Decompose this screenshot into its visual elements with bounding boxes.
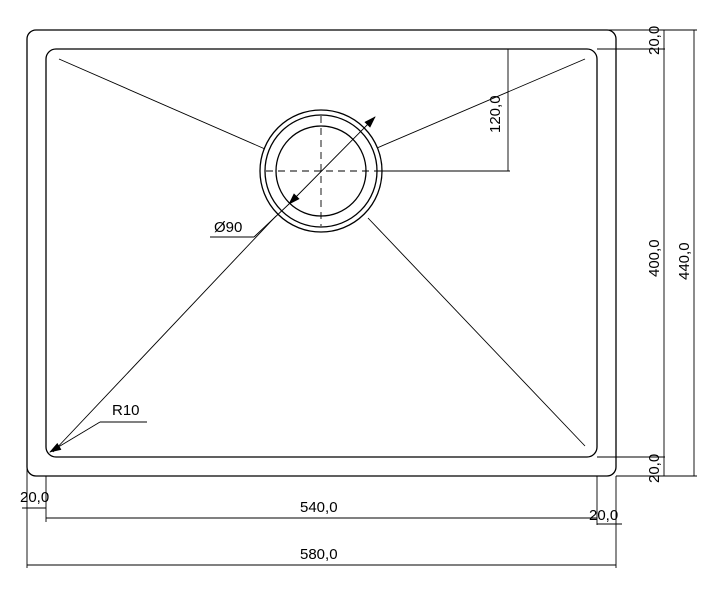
top-margin-label: 20,0: [646, 26, 663, 55]
overall-height-label: 440,0: [676, 242, 693, 280]
left-margin-label: 20,0: [20, 489, 49, 506]
bottom-margin-label: 20,0: [646, 454, 663, 483]
drain-diameter-label: Ø90: [214, 219, 242, 236]
slope-lines: [52, 58, 586, 453]
inner-bowl: [45, 48, 598, 458]
bowl-width-label: 540,0: [300, 499, 338, 516]
drain-offset-dim: [376, 48, 510, 172]
overall-width-label: 580,0: [300, 546, 338, 563]
bowl-height-label: 400,0: [646, 239, 663, 277]
bottom-dims: [22, 457, 622, 568]
diameter-leader: [210, 116, 376, 238]
radius-leader: [49, 421, 147, 453]
right-dims: [597, 29, 697, 477]
right-margin-label: 20,0: [589, 507, 618, 524]
outer-rim: [26, 29, 617, 477]
drain-offset-label: 120,0: [487, 95, 504, 133]
corner-radius-label: R10: [112, 402, 140, 419]
